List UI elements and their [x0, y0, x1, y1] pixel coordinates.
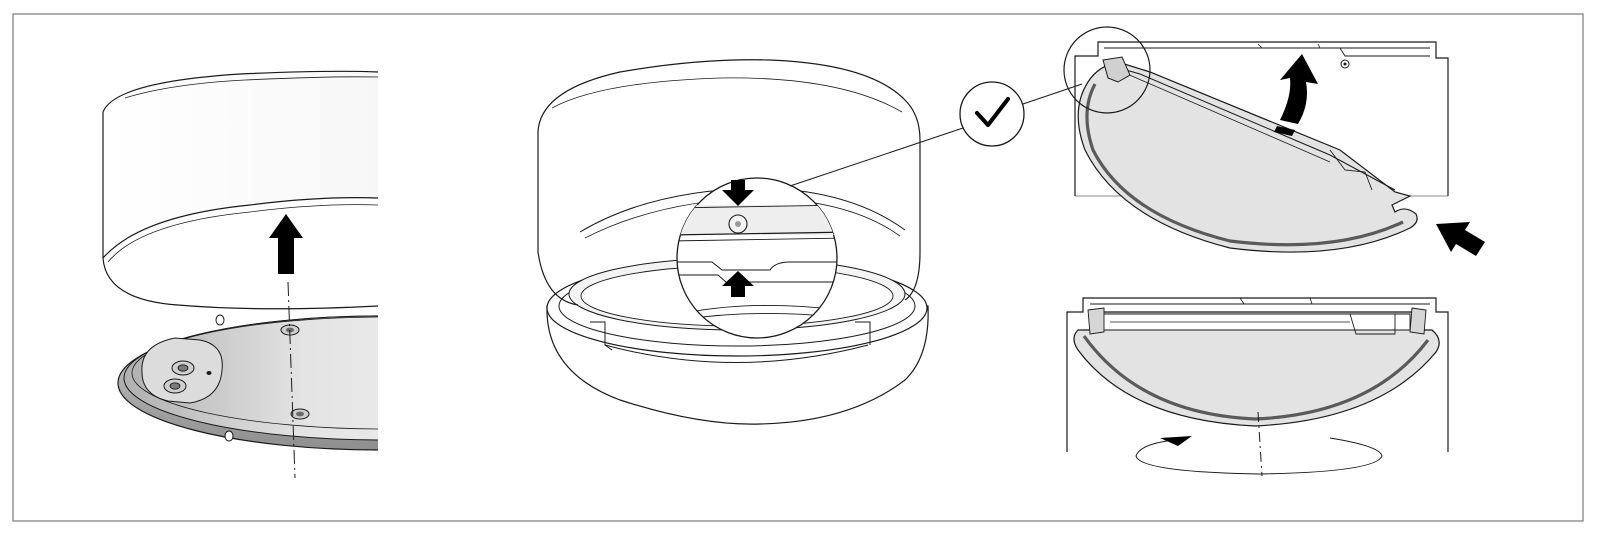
- panel-tilt-diffuser: [1063, 26, 1485, 256]
- tilted-diffuser: [1077, 56, 1418, 253]
- leader-line-right: [1022, 83, 1083, 105]
- assembled-diffuser: [1073, 307, 1440, 427]
- rotate-arrow-icon: [1135, 436, 1383, 475]
- up-arrow-icon: [269, 214, 303, 274]
- base-plate: [117, 314, 378, 451]
- push-arrow-icon: [1436, 222, 1485, 256]
- curved-up-arrow-icon: [1274, 54, 1318, 136]
- figure-frame: [12, 13, 1584, 522]
- down-arrow-icon: [722, 180, 754, 206]
- detail-magnifier-circle: [1063, 26, 1151, 114]
- shade-cross-section-assembled: [1066, 297, 1449, 452]
- center-axis-line: [287, 281, 296, 479]
- up-arrow-icon: [722, 271, 754, 297]
- zoom-detail-circle: [676, 177, 838, 339]
- panel-lift-shade: [102, 70, 378, 479]
- panel-align-diffuser: [537, 59, 1083, 425]
- checkmark-icon: [959, 81, 1025, 147]
- panel-rotate-lock: [1066, 297, 1449, 477]
- leader-line: [789, 127, 964, 187]
- cylinder-shade-raised: [537, 59, 921, 306]
- cylinder-shade: [102, 70, 378, 310]
